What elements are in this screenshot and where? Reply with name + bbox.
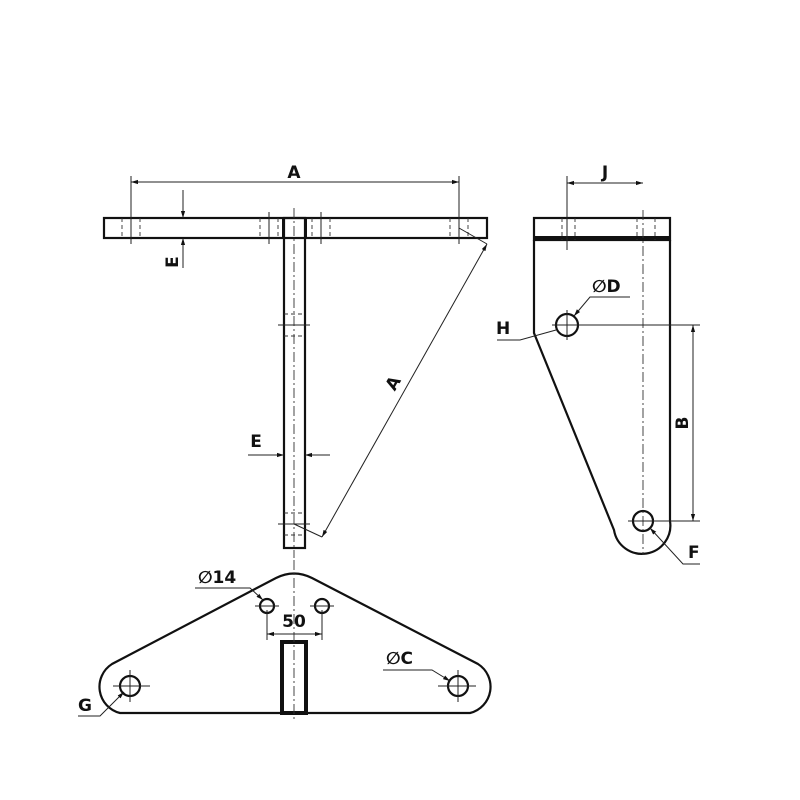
plate-outline	[98, 572, 492, 715]
dim-b-label: B	[673, 417, 693, 430]
dim-a-label: A	[287, 163, 301, 183]
plate-view: 50 ∅14 ∅C G	[78, 560, 492, 722]
side-view: J B ∅D H F	[496, 163, 700, 565]
front-view: A E E A	[102, 163, 489, 558]
dim-a-diagonal	[321, 243, 488, 538]
dim-h-label: H	[496, 319, 510, 339]
dim-c-label: ∅C	[386, 649, 413, 669]
top-bar	[102, 216, 489, 240]
dim-14-label: ∅14	[198, 568, 236, 588]
dim-a-diagonal-label: A	[382, 372, 406, 394]
dim-e-stem-label: E	[250, 432, 262, 452]
dim-j-label: J	[601, 163, 608, 183]
dim-50-label: 50	[282, 612, 306, 632]
dim-g-label: G	[78, 696, 92, 716]
side-profile	[532, 240, 672, 555]
dim-e-top-label: E	[163, 256, 183, 268]
dim-d-label: ∅D	[592, 277, 621, 297]
dim-f-label: F	[688, 543, 700, 563]
stem	[282, 216, 307, 550]
